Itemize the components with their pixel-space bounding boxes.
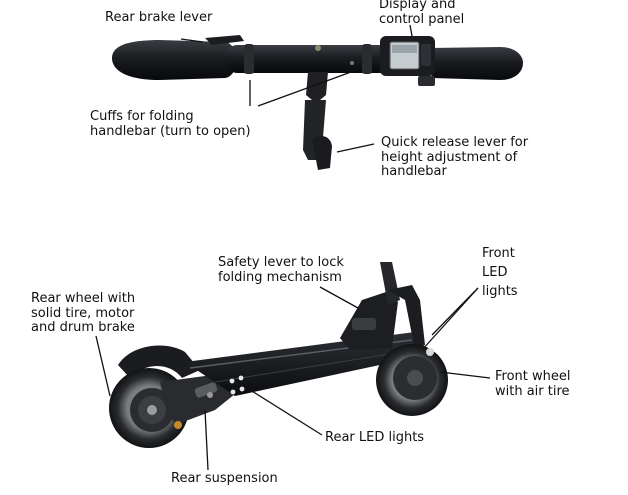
handlebar-tube [226, 45, 396, 73]
quick-release-lever [312, 136, 332, 170]
label-folding-cuffs: Cuffs for folding handlebar (turn to ope… [90, 109, 251, 139]
rear-led-light [230, 389, 236, 395]
label-display-panel: Display and control panel [379, 0, 465, 27]
label-quick-release-lever: Quick release lever for height adjustmen… [381, 135, 529, 179]
front-led-light [426, 348, 434, 356]
scooter-leader-lines [95, 286, 491, 471]
right-grip [430, 47, 523, 80]
rear-led-light [239, 386, 245, 392]
rear-led-light [238, 375, 244, 381]
scooter-stem [380, 262, 400, 305]
handlebar-leader-lines [180, 24, 413, 153]
left-folding-cuff [244, 44, 254, 74]
rear-led-light [229, 378, 235, 384]
right-folding-cuff [362, 44, 372, 74]
handlebar-illustration [112, 35, 523, 170]
label-rear-brake-lever: Rear brake lever [105, 10, 213, 25]
left-grip [112, 40, 236, 80]
label-safety-lever: Safety lever to lock folding mechanism [218, 255, 344, 285]
label-rear-suspension: Rear suspension [171, 471, 278, 486]
label-rear-wheel: Rear wheel with solid tire, motor and dr… [31, 291, 136, 335]
label-rear-led-lights: Rear LED lights [325, 430, 425, 445]
handlebar-stem [306, 72, 328, 100]
label-front-wheel: Front wheel with air tire [495, 369, 571, 399]
label-front-led-lights: Front LED lights [482, 246, 518, 299]
display-button [418, 76, 435, 86]
left-brake-lever [205, 35, 244, 45]
front-fork [388, 285, 425, 350]
scooter-illustration [109, 262, 448, 448]
